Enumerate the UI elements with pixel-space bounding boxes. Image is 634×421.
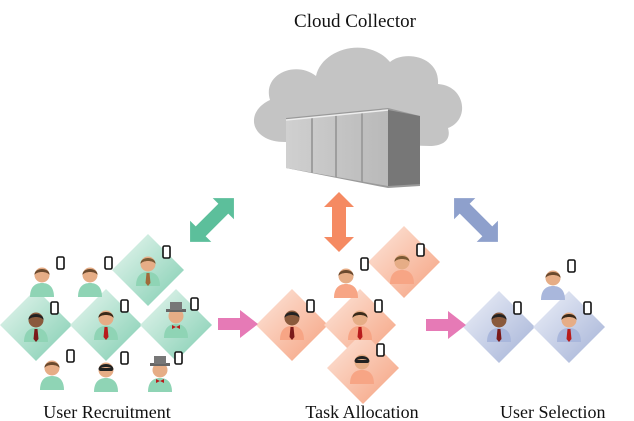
smartphone-icon: [567, 259, 576, 273]
smartphone-icon: [376, 343, 385, 357]
user-icon: [30, 256, 65, 297]
user-icon: [350, 343, 385, 384]
smartphone-icon: [66, 349, 75, 363]
double-arrow-icon: [454, 198, 498, 242]
smartphone-icon: [583, 301, 592, 315]
smartphone-icon: [306, 299, 315, 313]
smartphone-icon: [120, 351, 129, 365]
smartphone-icon: [513, 301, 522, 315]
right-arrow-icon: [426, 311, 466, 339]
double-arrow-icon: [190, 198, 234, 242]
user-icon: [348, 299, 383, 340]
user-icon: [94, 351, 129, 392]
user-icon: [94, 299, 129, 340]
cloud-collector-title: Cloud Collector: [294, 11, 417, 32]
smartphone-icon: [190, 297, 199, 311]
smartphone-icon: [416, 243, 425, 257]
smartphone-icon: [360, 257, 369, 271]
user-icon: [541, 259, 576, 300]
right-arrow-icon: [218, 310, 258, 338]
user-icon: [334, 257, 369, 298]
stage-label-task-allocation: Task Allocation: [305, 402, 418, 421]
user-icon: [557, 301, 592, 342]
user-icon: [40, 349, 75, 390]
smartphone-icon: [56, 256, 65, 270]
smartphone-icon: [120, 299, 129, 313]
user-icon: [390, 243, 425, 284]
smartphone-icon: [174, 351, 183, 365]
smartphone-icon: [104, 256, 113, 270]
user-icon: [136, 245, 171, 286]
server-icon: [285, 108, 420, 188]
stage-label-user-recruitment: User Recruitment: [43, 402, 170, 421]
smartphone-icon: [374, 299, 383, 313]
user-icon: [148, 351, 183, 392]
user-icon: [164, 297, 199, 338]
user-icon: [487, 301, 522, 342]
user-icon: [24, 301, 59, 342]
double-arrow-icon: [324, 192, 354, 252]
user-icon: [78, 256, 113, 297]
stage-label-user-selection: User Selection: [500, 402, 605, 421]
user-icon: [280, 299, 315, 340]
smartphone-icon: [162, 245, 171, 259]
smartphone-icon: [50, 301, 59, 315]
